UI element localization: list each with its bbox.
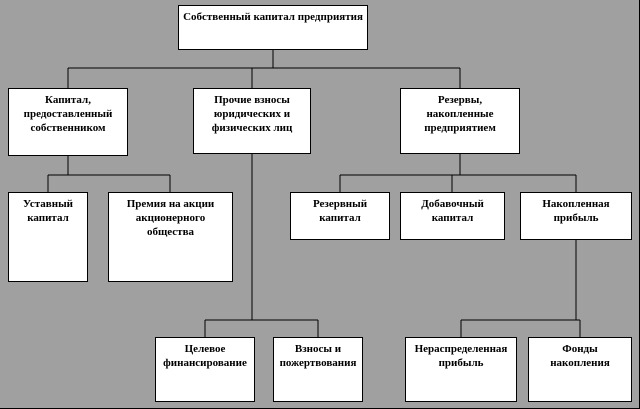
node-label: Добавочный капитал [421, 198, 484, 224]
node-retained-earnings: Нераспределенная прибыль [405, 337, 517, 402]
node-donations: Взносы и пожертвования [273, 337, 363, 402]
node-label: Капитал, предоставленный собственником [23, 94, 113, 134]
node-label: Прочие взносы юридических и физических л… [211, 94, 293, 134]
node-accumulated-profit: Накопленная прибыль [520, 192, 632, 240]
node-label: Взносы и пожертвования [279, 343, 357, 369]
node-target-financing: Целевое финансирование [155, 337, 255, 402]
node-label: Резервный капитал [312, 198, 368, 224]
node-owner-capital: Капитал, предоставленный собственником [8, 88, 128, 156]
node-label: Накопленная прибыль [542, 198, 610, 224]
node-label: Уставный капитал [22, 198, 73, 224]
node-accumulation-funds: Фонды накопления [528, 337, 632, 402]
node-charter-capital: Уставный капитал [8, 192, 88, 282]
node-label: Резервы, накопленные предприятием [424, 94, 496, 134]
node-root-equity: Собственный капитал предприятия [178, 5, 368, 50]
node-label: Нераспределенная прибыль [414, 343, 508, 369]
node-label: Собственный капитал предприятия [183, 11, 363, 23]
node-reserve-capital: Резервный капитал [290, 192, 390, 240]
node-reserves: Резервы, накопленные предприятием [400, 88, 520, 154]
node-label: Фонды накопления [550, 343, 610, 369]
node-label: Премия на акции акционерного общества [126, 198, 215, 238]
node-label: Целевое финансирование [163, 343, 247, 369]
node-share-premium: Премия на акции акционерного общества [108, 192, 233, 282]
node-other-contributions: Прочие взносы юридических и физических л… [193, 88, 311, 154]
node-additional-capital: Добавочный капитал [400, 192, 505, 240]
